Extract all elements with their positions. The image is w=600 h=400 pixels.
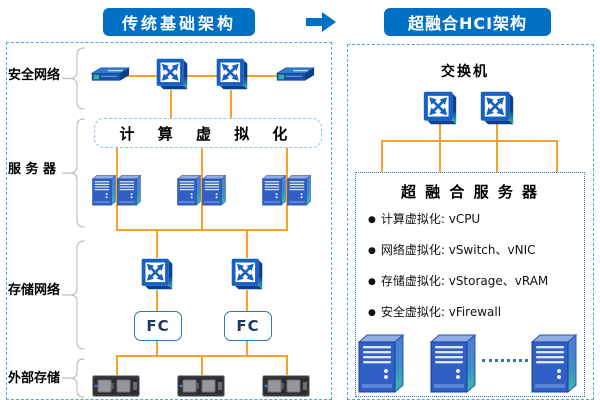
right-title-banner: 超融合HCI架构	[384, 8, 551, 36]
connector	[201, 356, 203, 376]
connector	[246, 230, 248, 258]
connector	[439, 124, 441, 141]
switch-icon	[479, 90, 515, 126]
connector	[201, 146, 203, 230]
connector	[170, 90, 172, 119]
storage-array-icon	[92, 375, 140, 397]
storage-array-icon	[262, 375, 310, 397]
firewall-appliance-icon	[275, 66, 315, 88]
compute-virtualization-box: 计 算 虚 拟 化	[94, 118, 322, 148]
connector	[156, 339, 158, 356]
hci-box-title: 超 融 合 服 务 器	[400, 183, 540, 201]
connector	[156, 230, 158, 258]
brace-servers	[62, 118, 85, 228]
connector	[110, 75, 290, 77]
row-label-servers: 服 务 器	[8, 162, 57, 177]
brace-security-network	[62, 47, 85, 110]
hci-feature-storage: 存储虚拟化: vStorage、vRAM	[368, 274, 584, 289]
fc-box: FC	[134, 311, 182, 341]
connector	[439, 141, 441, 172]
row-label-storage-network: 存储网络	[8, 283, 61, 298]
connector	[246, 339, 248, 356]
tower-server-icon	[177, 167, 201, 213]
switch-section-label: 交换机	[441, 64, 489, 80]
right-arrow-icon	[306, 12, 336, 32]
connector	[116, 356, 118, 376]
tower-server-icon	[358, 333, 404, 393]
connector	[286, 146, 288, 230]
connector	[156, 290, 158, 312]
brace-storage-network	[62, 240, 85, 350]
fc-box: FC	[224, 311, 272, 341]
row-label-external-storage: 外部存储	[8, 371, 61, 386]
connector	[556, 141, 558, 172]
tower-server-icon	[531, 333, 577, 393]
connector	[230, 90, 232, 119]
tower-server-icon	[262, 167, 286, 213]
tower-server-icon	[287, 167, 311, 213]
switch-icon	[422, 90, 458, 126]
connector	[286, 356, 288, 376]
hci-feature-compute: 计算虚拟化: vCPU	[368, 212, 584, 227]
tower-server-icon	[430, 333, 476, 393]
connector	[246, 290, 248, 312]
more-servers-ellipsis	[482, 359, 528, 362]
hci-feature-network: 网络虚拟化: vSwitch、vNIC	[368, 243, 584, 258]
tower-server-icon	[117, 167, 141, 213]
connector	[381, 140, 558, 142]
connector	[116, 229, 288, 231]
brace-external-storage	[62, 358, 85, 398]
connector	[116, 146, 118, 230]
connector	[496, 141, 498, 172]
switch-icon	[155, 57, 189, 91]
hci-feature-list: 计算虚拟化: vCPU 网络虚拟化: vSwitch、vNIC 存储虚拟化: v…	[368, 212, 584, 320]
hci-feature-security: 安全虚拟化: vFirewall	[368, 305, 584, 320]
tower-server-icon	[202, 167, 226, 213]
tower-server-icon	[92, 167, 116, 213]
connector	[381, 141, 383, 172]
storage-array-icon	[177, 375, 225, 397]
firewall-appliance-icon	[90, 66, 130, 88]
traditional-architecture-panel	[6, 42, 332, 400]
switch-icon	[230, 257, 264, 291]
switch-icon	[215, 57, 249, 91]
connector	[496, 124, 498, 141]
switch-icon	[140, 257, 174, 291]
left-title-banner: 传统基础架构	[103, 8, 255, 36]
row-label-security-network: 安全网络	[8, 68, 61, 83]
